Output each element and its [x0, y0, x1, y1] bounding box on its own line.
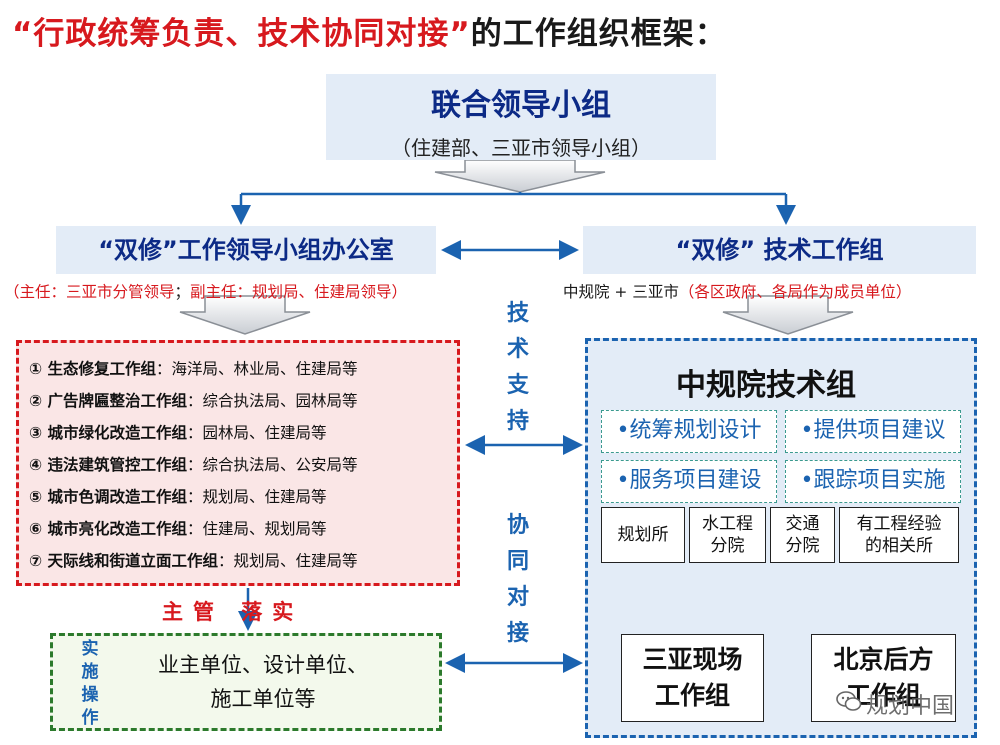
wechat-icon	[836, 691, 862, 711]
work-group-item: ① 生态修复工作组：海洋局、林业局、住建局等	[29, 360, 358, 378]
split-line	[241, 192, 786, 196]
work-groups-box: ① 生态修复工作组：海洋局、林业局、住建局等 ② 广告牌匾整治工作组：综合执法局…	[16, 340, 460, 586]
work-group-item: ⑥ 城市亮化改造工作组：住建局、规划局等	[29, 520, 327, 538]
leadership-sub: （住建部、三亚市领导小组）	[391, 136, 651, 160]
tech-group-box: “双修” 技术工作组	[583, 226, 976, 274]
work-group-item: ⑤ 城市色调改造工作组：规划局、住建局等	[29, 488, 327, 506]
tech-group-note: 中规院 + 三亚市（各区政府、各局作为成员单位）	[563, 283, 912, 301]
dept-transport: 交通分院	[770, 507, 835, 563]
title-rest: 的工作组织框架：	[470, 16, 727, 52]
dept-water: 水工程分院	[689, 507, 766, 563]
office-box: “双修”工作领导小组办公室	[56, 226, 436, 274]
office-note: （主任：三亚市分管领导；副主任：规划局、住建局领导）	[4, 283, 408, 301]
execution-side-label: 实 施 操 作	[81, 639, 99, 728]
management-label: 主管 落实	[162, 600, 304, 624]
dept-planning: 规划所	[601, 507, 685, 563]
work-group-item: ⑦ 天际线和街道立面工作组：规划局、住建局等	[29, 552, 358, 570]
page-title: “行政统筹负责、技术协同对接”的工作组织框架：	[12, 8, 727, 53]
work-group-item: ③ 城市绿化改造工作组：园林局、住建局等	[29, 424, 327, 442]
beijing-site-group: 北京后方工作组	[811, 634, 956, 722]
work-group-item: ④ 违法建筑管控工作组：综合执法局、公安局等	[29, 456, 358, 474]
tech-support-label: 技 术 支 持	[506, 301, 529, 434]
tech-down-arrow	[722, 295, 854, 335]
work-group-item: ② 广告牌匾整治工作组：综合执法局、园林局等	[29, 392, 358, 410]
watermark: 规划中国	[866, 694, 955, 719]
leadership-box: 联合领导小组 （住建部、三亚市领导小组）	[326, 74, 716, 160]
office-down-arrow	[179, 295, 311, 335]
leadership-name: 联合领导小组	[431, 88, 611, 123]
cngp-title: 中规院技术组	[676, 368, 856, 403]
task-advice: •提供项目建议	[785, 410, 961, 453]
task-construction: •服务项目建设	[601, 460, 777, 503]
task-planning: •统筹规划设计	[601, 410, 777, 453]
coordination-label: 协 同 对 接	[506, 513, 529, 646]
execution-box: 实 施 操 作 业主单位、设计单位、 施工单位等	[50, 633, 442, 731]
sanya-site-group: 三亚现场工作组	[621, 634, 764, 722]
task-tracking: •跟踪项目实施	[785, 460, 961, 503]
title-highlight: “行政统筹负责、技术协同对接”	[12, 16, 471, 52]
dept-experienced: 有工程经验的相关所	[839, 507, 959, 563]
leadership-down-arrow	[434, 159, 606, 193]
execution-units: 业主单位、设计单位、 施工单位等	[158, 653, 368, 711]
